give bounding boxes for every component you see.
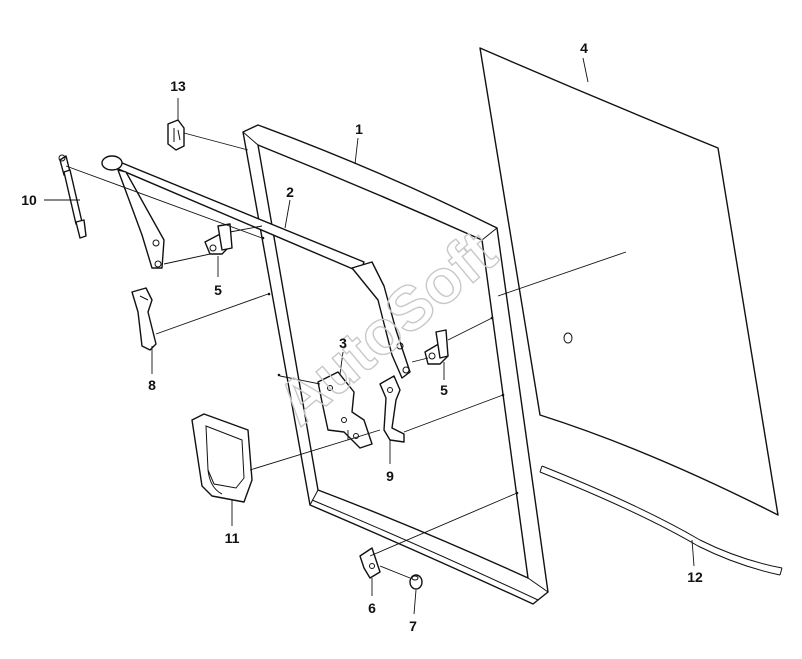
part-3-mounting-plate <box>317 371 373 449</box>
callout-13: 13 <box>170 78 186 94</box>
part-10-gas-strut <box>58 154 87 239</box>
callout-6: 6 <box>368 600 376 616</box>
callout-8: 8 <box>148 377 156 393</box>
part-6-hinge <box>359 547 381 579</box>
part-13-clip <box>167 119 185 151</box>
part-5-hinge-bracket-upper <box>204 223 233 255</box>
part-2-lift-bar <box>101 155 411 379</box>
part-11-molded-cover <box>191 413 253 503</box>
glass-hole <box>563 332 573 344</box>
callout-7: 7 <box>409 618 417 634</box>
callout-5-upper: 5 <box>214 282 222 298</box>
callout-1: 1 <box>355 121 363 137</box>
callout-4: 4 <box>580 40 588 56</box>
callout-2: 2 <box>286 184 294 200</box>
part-4-glass-panel <box>479 47 779 516</box>
callout-11: 11 <box>225 530 240 546</box>
callout-labels: 13 1 4 2 10 5 3 8 5 9 11 12 6 7 <box>21 40 703 634</box>
part-9-handle-bracket <box>379 375 405 443</box>
part-12-seal-strip <box>539 465 783 576</box>
part-8-bracket <box>131 287 157 351</box>
callout-12: 12 <box>687 569 703 585</box>
callout-3: 3 <box>339 335 347 351</box>
callout-5-lower: 5 <box>440 382 448 398</box>
leader-lines <box>44 57 695 615</box>
callout-10: 10 <box>21 192 37 208</box>
part-5-hinge-bracket-lower <box>424 329 449 365</box>
part-7-bushing <box>409 574 423 590</box>
callout-9: 9 <box>386 468 394 484</box>
